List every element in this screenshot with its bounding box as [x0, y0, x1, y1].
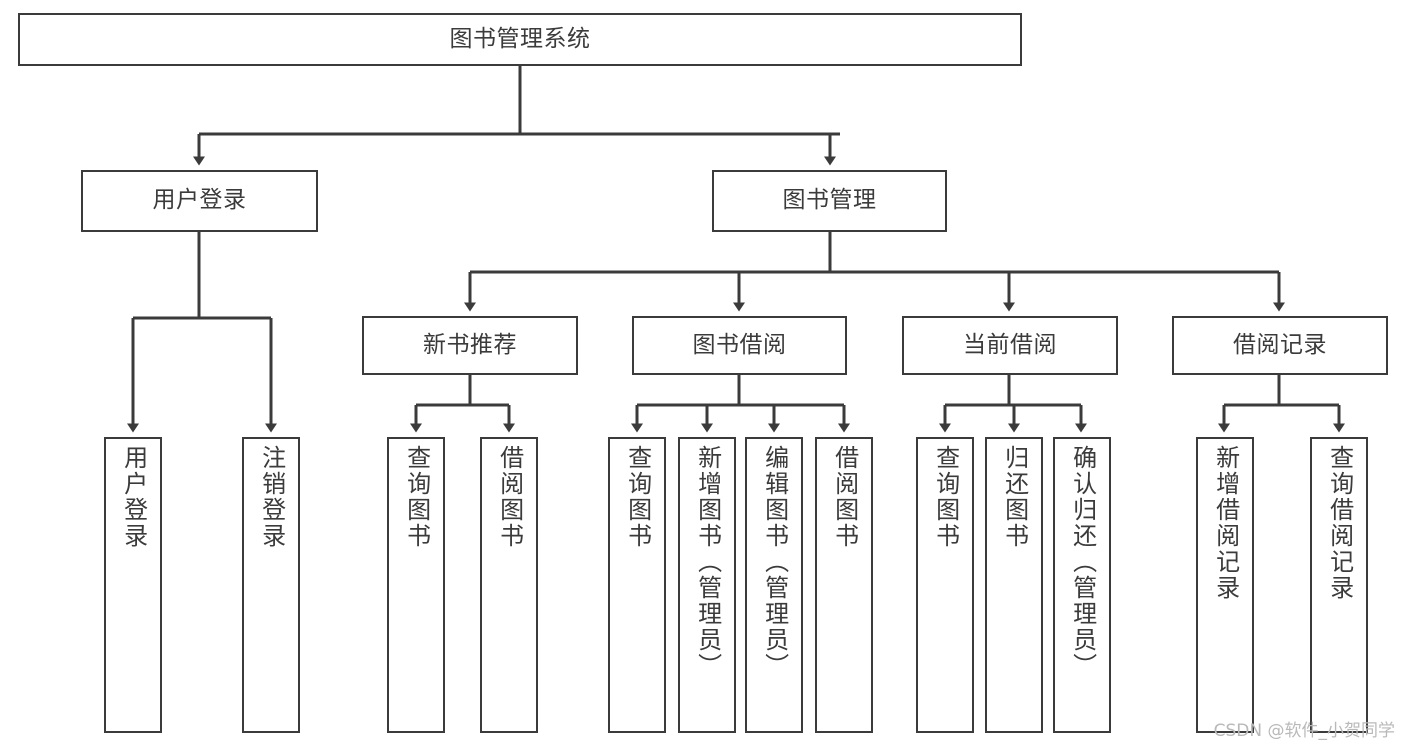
node-leaf-user-login-signout[interactable]: 注销登录: [242, 437, 300, 733]
node-label: 新增图书（管理员）: [693, 445, 722, 679]
node-borrow-records[interactable]: 借阅记录: [1172, 316, 1388, 375]
node-label: 图书管理: [782, 187, 877, 214]
watermark-text: CSDN @软件_小贺同学: [1213, 721, 1395, 741]
node-label: 查询图书: [402, 445, 431, 549]
node-leaf-borrow-record-query[interactable]: 查询借阅记录: [1310, 437, 1368, 733]
node-leaf-book-borrow-add[interactable]: 新增图书（管理员）: [678, 437, 736, 733]
node-label: 图书管理系统: [449, 25, 591, 52]
node-leaf-user-login-signin[interactable]: 用户登录: [104, 437, 162, 733]
node-book-management[interactable]: 图书管理: [712, 170, 947, 232]
node-user-login[interactable]: 用户登录: [81, 170, 318, 232]
node-leaf-current-borrow-return[interactable]: 归还图书: [985, 437, 1043, 733]
node-label: 新增借阅记录: [1211, 445, 1240, 601]
node-label: 新书推荐: [423, 331, 517, 358]
node-leaf-book-borrow-lend[interactable]: 借阅图书: [815, 437, 873, 733]
node-leaf-new-book-query[interactable]: 查询图书: [387, 437, 445, 733]
node-book-borrow[interactable]: 图书借阅: [632, 316, 847, 375]
node-current-borrow[interactable]: 当前借阅: [902, 316, 1118, 375]
node-label: 借阅记录: [1233, 331, 1327, 358]
node-leaf-borrow-record-add[interactable]: 新增借阅记录: [1196, 437, 1254, 733]
node-label: 确认归还（管理员）: [1068, 445, 1097, 679]
node-label: 用户登录: [119, 445, 148, 549]
node-new-book-recommend[interactable]: 新书推荐: [362, 316, 578, 375]
node-label: 图书借阅: [692, 331, 787, 358]
node-label: 注销登录: [257, 445, 286, 549]
node-leaf-new-book-borrow[interactable]: 借阅图书: [480, 437, 538, 733]
node-label: 用户登录: [152, 187, 247, 214]
node-label: 归还图书: [1000, 445, 1029, 549]
node-label: 查询借阅记录: [1325, 445, 1354, 601]
node-root-book-management-system[interactable]: 图书管理系统: [18, 13, 1022, 66]
node-label: 当前借阅: [963, 331, 1057, 358]
node-label: 查询图书: [623, 445, 652, 549]
node-label: 借阅图书: [830, 445, 859, 549]
node-leaf-book-borrow-edit[interactable]: 编辑图书（管理员）: [745, 437, 803, 733]
node-leaf-current-borrow-query[interactable]: 查询图书: [916, 437, 974, 733]
node-label: 编辑图书（管理员）: [760, 445, 789, 679]
node-leaf-book-borrow-query[interactable]: 查询图书: [608, 437, 666, 733]
node-label: 查询图书: [931, 445, 960, 549]
node-leaf-current-borrow-confirm-return[interactable]: 确认归还（管理员）: [1053, 437, 1111, 733]
node-label: 借阅图书: [495, 445, 524, 549]
